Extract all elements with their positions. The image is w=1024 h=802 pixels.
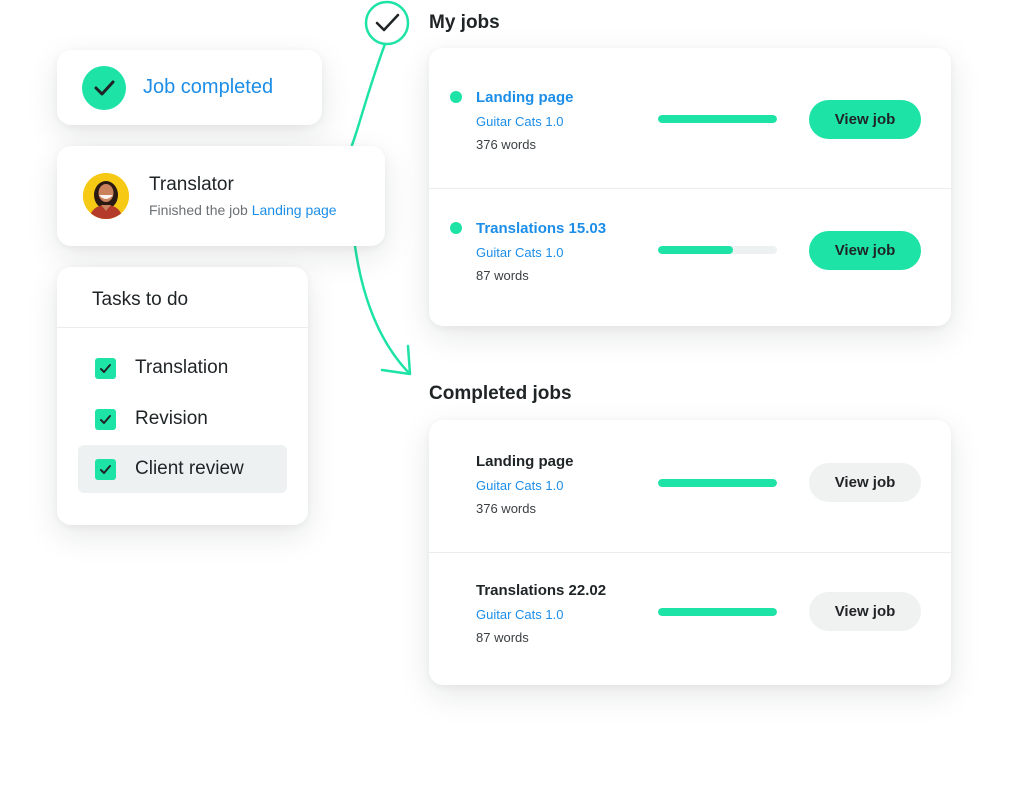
row-divider: [429, 552, 951, 553]
checkbox-icon[interactable]: [95, 357, 116, 379]
job-word-count: 87 words: [476, 630, 529, 645]
checkbox-icon[interactable]: [95, 408, 116, 430]
translator-title: Translator: [149, 174, 234, 195]
check-circle-icon: [364, 0, 410, 46]
translator-notification: Translator Finished the job Landing page: [57, 146, 385, 246]
job-word-count: 376 words: [476, 501, 536, 516]
task-item-revision[interactable]: Revision: [78, 395, 287, 443]
task-item-translation[interactable]: Translation: [78, 344, 287, 392]
landing-page-link[interactable]: Landing page: [251, 202, 337, 218]
job-progress-bar: [658, 479, 777, 487]
task-label: Translation: [135, 357, 229, 378]
avatar: [83, 173, 129, 219]
job-name-link[interactable]: Translations 15.03: [476, 220, 607, 237]
job-name[interactable]: Translations 22.02: [476, 582, 607, 599]
job-completed-text: Job completed: [143, 76, 274, 98]
view-job-button[interactable]: View job: [809, 463, 921, 502]
job-progress-fill: [658, 608, 777, 616]
job-progress-bar: [658, 115, 777, 123]
task-label: Revision: [135, 408, 208, 429]
arrowhead-icon: [380, 344, 412, 376]
task-item-client-review[interactable]: Client review: [78, 445, 287, 493]
job-project-link[interactable]: Guitar Cats 1.0: [476, 114, 564, 129]
job-word-count: 376 words: [476, 137, 536, 152]
translator-message: Finished the job Landing page: [149, 202, 337, 218]
job-name[interactable]: Landing page: [476, 453, 574, 470]
status-dot-icon: [450, 222, 462, 234]
checkbox-icon[interactable]: [95, 458, 116, 480]
view-job-button[interactable]: View job: [809, 231, 921, 270]
job-progress-bar: [658, 608, 777, 616]
job-row: Translations 15.03 Guitar Cats 1.0 87 wo…: [429, 188, 951, 318]
row-divider: [429, 188, 951, 189]
status-dot-icon: [450, 91, 462, 103]
translator-message-text: Finished the job: [149, 202, 252, 218]
completed-jobs-card: Landing page Guitar Cats 1.0 376 words V…: [429, 420, 951, 685]
job-name-link[interactable]: Landing page: [476, 89, 574, 106]
job-project-link[interactable]: Guitar Cats 1.0: [476, 245, 564, 260]
view-job-button[interactable]: View job: [809, 592, 921, 631]
my-jobs-card: Landing page Guitar Cats 1.0 376 words V…: [429, 48, 951, 326]
job-project-link[interactable]: Guitar Cats 1.0: [476, 478, 564, 493]
tasks-divider: [57, 327, 308, 328]
job-row: Translations 22.02 Guitar Cats 1.0 87 wo…: [429, 552, 951, 682]
job-word-count: 87 words: [476, 268, 529, 283]
check-icon: [82, 65, 126, 110]
job-project-link[interactable]: Guitar Cats 1.0: [476, 607, 564, 622]
job-progress-bar: [658, 246, 777, 254]
my-jobs-title: My jobs: [429, 12, 500, 33]
view-job-button[interactable]: View job: [809, 100, 921, 139]
task-label: Client review: [135, 458, 244, 479]
completed-jobs-title: Completed jobs: [429, 383, 572, 404]
job-completed-notification: Job completed: [57, 50, 322, 125]
job-row: Landing page Guitar Cats 1.0 376 words V…: [429, 48, 951, 178]
job-row: Landing page Guitar Cats 1.0 376 words V…: [429, 420, 951, 550]
job-progress-fill: [658, 479, 777, 487]
job-progress-fill: [658, 246, 733, 254]
tasks-card: Tasks to do Translation Revision Client …: [57, 267, 308, 525]
tasks-title: Tasks to do: [92, 289, 189, 310]
job-progress-fill: [658, 115, 777, 123]
